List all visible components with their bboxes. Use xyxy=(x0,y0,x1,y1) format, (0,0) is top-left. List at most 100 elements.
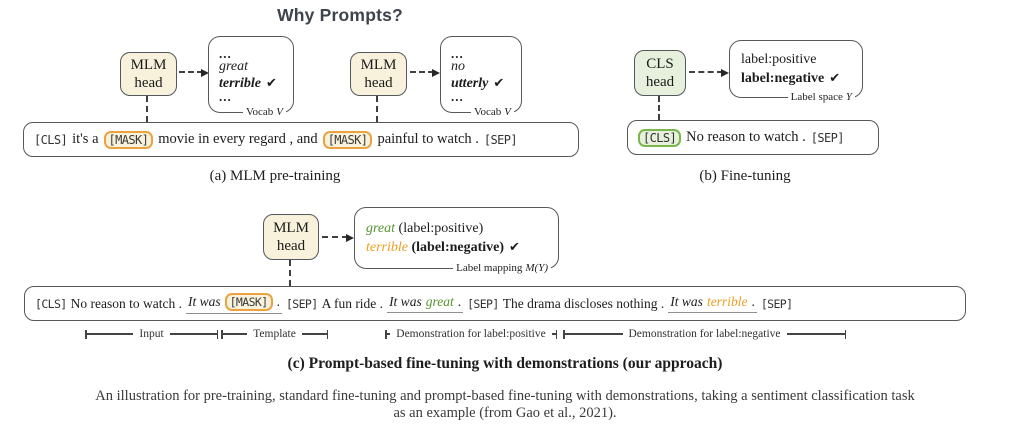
sentence-text: painful to watch . xyxy=(377,131,479,147)
checkmark-icon: ✔ xyxy=(493,75,505,91)
label-mapping-text: Label mapping xyxy=(456,262,523,274)
demo-text: It was xyxy=(670,294,703,309)
dashed-connector-line xyxy=(289,260,291,286)
label-space-symbol: Y xyxy=(845,91,852,103)
head-box-label-line: CLS xyxy=(646,55,674,72)
dashed-arrow-right-icon xyxy=(322,234,354,242)
template-segment: It was [MASK] . xyxy=(185,293,282,314)
sentence-box-c: [CLS] No reason to watch . It was [MASK]… xyxy=(24,286,966,321)
sep-token: [SEP] xyxy=(760,296,793,311)
head-box-label-line: head xyxy=(364,75,393,91)
mask-token: [MASK] xyxy=(224,293,273,311)
template-text: It was xyxy=(187,294,221,309)
cls-token: [CLS] xyxy=(35,296,67,311)
sentence-box-b: [CLS] No reason to watch . [SEP] xyxy=(627,120,879,155)
demo-word-negative: terrible xyxy=(706,294,748,309)
mapped-label-selected: (label:negative) xyxy=(411,240,505,255)
checkmark-icon: ✔ xyxy=(829,71,841,86)
figure-caption: An illustration for pre-training, standa… xyxy=(0,388,1010,422)
sep-token: [SEP] xyxy=(483,132,518,147)
mask-token: [MASK] xyxy=(103,130,154,149)
demo-period: . xyxy=(457,294,462,309)
bracket-template: Template xyxy=(221,328,328,340)
sentence-text: it's a xyxy=(72,131,99,147)
head-box-label-line: head xyxy=(276,238,306,254)
sep-token: [SEP] xyxy=(810,130,845,145)
vocab-label-text: Vocab xyxy=(245,106,274,118)
vocab-word-selected: terrible xyxy=(219,75,261,91)
head-box-label-line: head xyxy=(645,74,675,90)
bracket-input: Input xyxy=(85,328,218,340)
dashed-connector-line xyxy=(376,96,378,122)
checkmark-icon: ✔ xyxy=(509,240,520,255)
mlm-head-box-3: MLM head xyxy=(263,214,319,260)
ellipsis: ... xyxy=(219,88,232,104)
head-box-label-line: MLM xyxy=(360,56,397,73)
vocab-symbol: V xyxy=(276,106,283,118)
bracket-label: Template xyxy=(253,328,296,340)
vocab-word-selected: utterly xyxy=(451,75,489,91)
mlm-head-box-1: MLM head xyxy=(120,52,177,96)
mapped-word-positive: great xyxy=(366,221,396,236)
head-box-label-line: MLM xyxy=(273,219,309,236)
vocab-symbol: V xyxy=(504,106,511,118)
label-mapping-symbol: M(Y) xyxy=(525,262,548,274)
ellipsis: ... xyxy=(451,88,464,104)
panel-b-caption: (b) Fine-tuning xyxy=(699,168,791,184)
mapped-label: (label:positive) xyxy=(398,221,484,236)
bracket-label: Demonstration for label:negative xyxy=(628,328,781,340)
bracket-label: Demonstration for label:positive xyxy=(396,328,546,340)
head-box-label-line: MLM xyxy=(130,56,167,73)
dashed-connector-line xyxy=(146,96,148,122)
vocab-word: no xyxy=(451,58,465,74)
sentence-text: The drama discloses nothing . xyxy=(502,295,665,311)
label-option: label:positive xyxy=(741,52,817,67)
sentence-text: movie in every regard , and xyxy=(158,131,318,147)
vocab-word: great xyxy=(219,58,249,74)
ellipsis: ... xyxy=(219,45,232,61)
bracket-demo-positive: Demonstration for label:positive xyxy=(385,328,557,340)
bracket-label: Input xyxy=(139,328,164,340)
checkmark-icon: ✔ xyxy=(266,75,277,91)
bracket-demo-negative: Demonstration for label:negative xyxy=(563,328,847,340)
cls-token-highlighted: [CLS] xyxy=(638,128,682,147)
sentence-text: A fun ride . xyxy=(321,295,384,311)
panel-a-caption: (a) MLM pre-training xyxy=(209,168,341,184)
sep-token: [SEP] xyxy=(285,296,318,311)
demo-word-positive: great xyxy=(425,294,454,309)
template-period: . xyxy=(276,294,280,309)
label-mapping-box: great (label:positive) terrible (label:n… xyxy=(354,207,559,275)
sentence-text: No reason to watch . xyxy=(70,295,182,311)
label-space-text: Label space xyxy=(790,91,843,103)
vocab-label-text: Vocab xyxy=(473,106,502,118)
dashed-arrow-right-icon xyxy=(689,69,729,77)
mask-token: [MASK] xyxy=(322,130,373,149)
figure-caption-line2: as an example (from Gao et al., 2021). xyxy=(393,405,617,421)
demo-text: It was xyxy=(389,294,422,309)
figure-caption-line1: An illustration for pre-training, standa… xyxy=(95,388,915,404)
demo-positive-segment: It was great . xyxy=(387,294,464,313)
mapped-word-negative: terrible xyxy=(366,240,408,255)
label-space-box: label:positive label:negative ✔ Label spa… xyxy=(729,40,863,104)
sep-token: [SEP] xyxy=(467,296,499,311)
demo-negative-segment: It was terrible . xyxy=(668,294,757,313)
dashed-connector-line xyxy=(658,96,660,120)
demo-period: . xyxy=(751,294,755,309)
dashed-arrow-right-icon xyxy=(179,69,209,77)
figure-title: Why Prompts? xyxy=(277,5,403,25)
panel-c-caption: (c) Prompt-based fine-tuning with demons… xyxy=(287,355,723,372)
cls-token: [CLS] xyxy=(34,132,68,147)
label-option-selected: label:negative xyxy=(741,71,825,86)
mlm-head-box-2: MLM head xyxy=(350,52,407,96)
dashed-arrow-right-icon xyxy=(410,69,440,77)
sentence-box-a: [CLS] it's a [MASK] movie in every regar… xyxy=(23,122,579,157)
sentence-text: No reason to watch . xyxy=(686,129,806,145)
head-box-label-line: head xyxy=(134,75,163,91)
